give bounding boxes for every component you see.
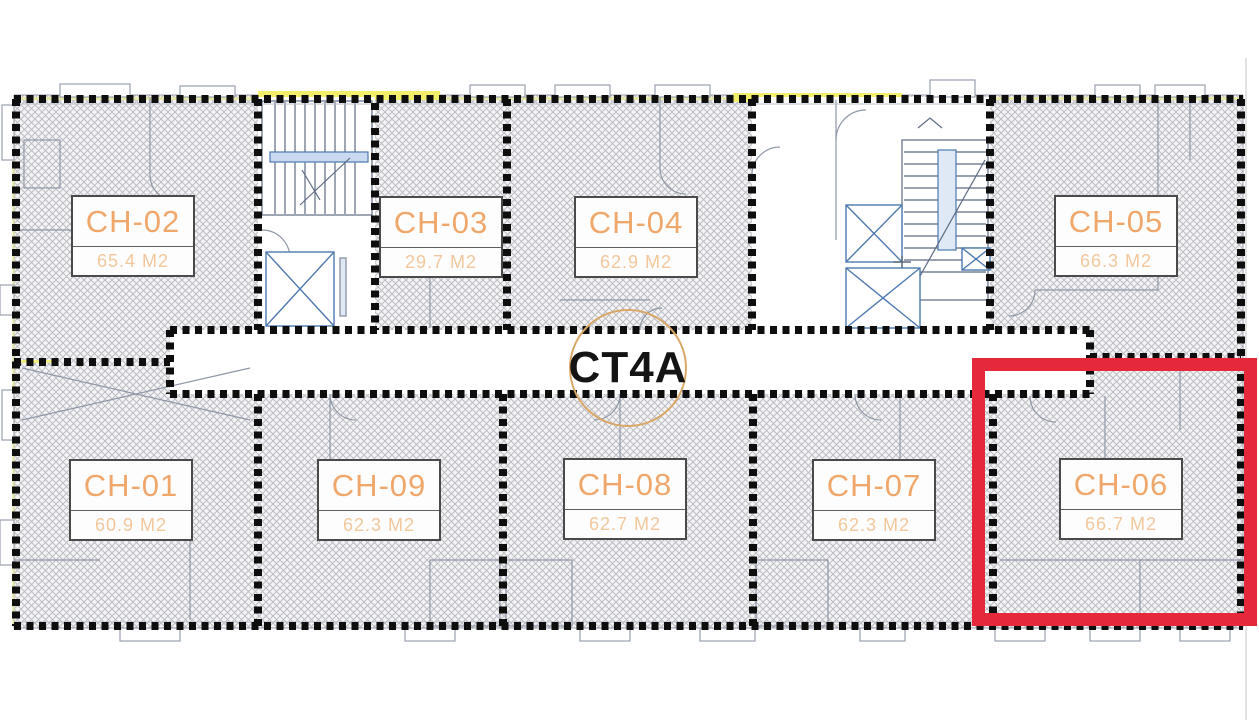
unit-label-ch-01[interactable]: CH-01 60.9 M2 [69,459,193,541]
unit-area: 29.7 M2 [404,251,478,272]
unit-area: 62.9 M2 [599,251,673,272]
unit-area: 60.9 M2 [94,514,168,535]
unit-label-ch-03[interactable]: CH-03 29.7 M2 [379,196,503,278]
unit-area: 62.3 M2 [342,514,416,535]
unit-label-ch-05[interactable]: CH-05 66.3 M2 [1054,195,1178,277]
unit-label-ch-07[interactable]: CH-07 62.3 M2 [812,459,936,541]
building-label-circle: CT4A [569,309,687,427]
unit-area: 62.7 M2 [588,513,662,534]
unit-name: CH-08 [565,460,685,510]
unit-name: CH-07 [814,461,934,511]
unit-label-ch-02[interactable]: CH-02 65.4 M2 [71,195,195,277]
unit-label-ch-04[interactable]: CH-04 62.9 M2 [574,196,698,278]
unit-label-ch-06[interactable]: CH-06 66.7 M2 [1059,458,1183,540]
unit-area: 62.3 M2 [837,514,911,535]
unit-area: 66.7 M2 [1084,513,1158,534]
unit-name: CH-03 [381,198,501,248]
unit-area: 65.4 M2 [96,250,170,271]
right-elevators [845,204,991,329]
building-label: CT4A [568,343,688,392]
unit-name: CH-09 [319,461,439,511]
unit-area: 66.3 M2 [1079,250,1153,271]
unit-boundaries [12,95,1245,630]
unit-name: CH-02 [73,197,193,247]
unit-name: CH-04 [576,198,696,248]
unit-name: CH-06 [1061,460,1181,510]
highlight-box-ch-06[interactable] [972,358,1257,626]
left-elevator [265,251,347,327]
unit-label-ch-08[interactable]: CH-08 62.7 M2 [563,458,687,540]
unit-name: CH-01 [71,461,191,511]
unit-label-ch-09[interactable]: CH-09 62.3 M2 [317,459,441,541]
unit-name: CH-05 [1056,197,1176,247]
